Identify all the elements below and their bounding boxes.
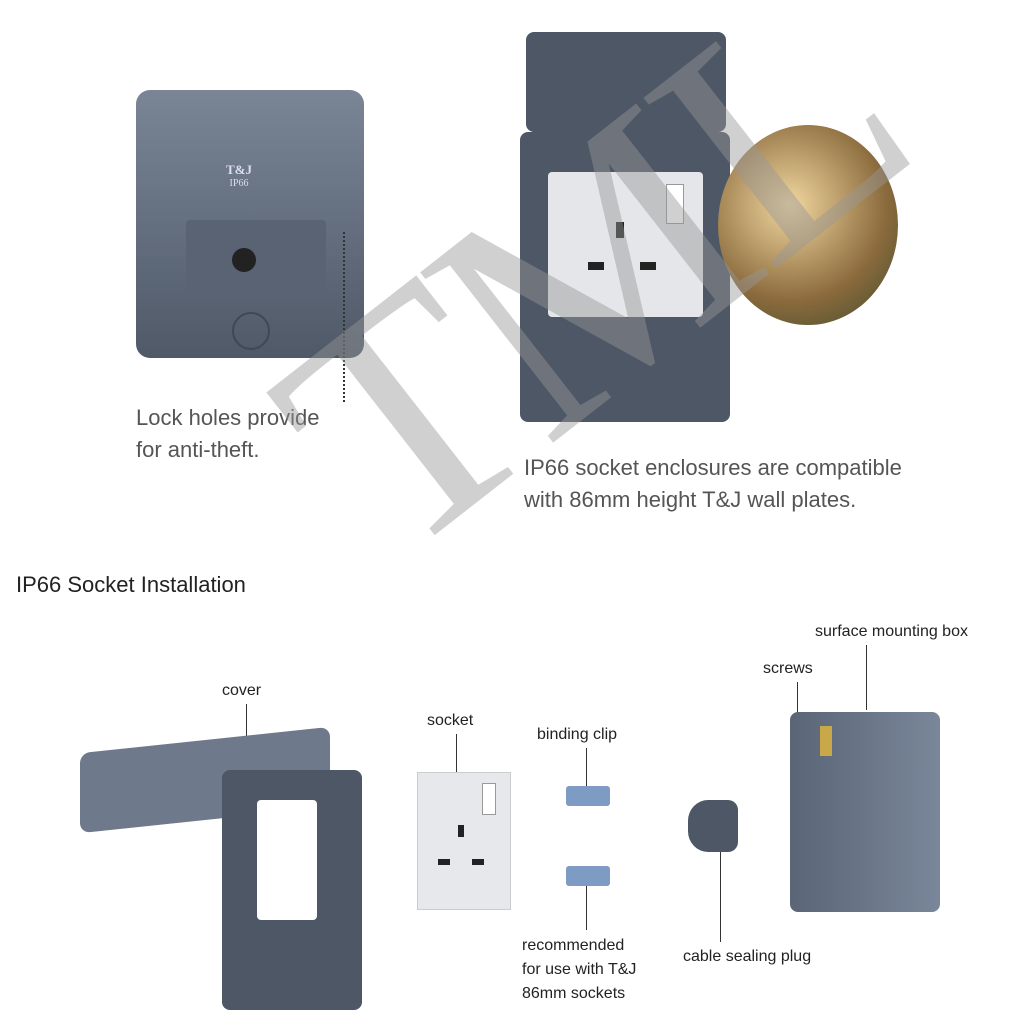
socket-neutral-hole (472, 859, 484, 865)
lock-caption-line2: for anti-theft. (136, 437, 260, 462)
socket-line (456, 734, 457, 776)
socket-switch (666, 184, 684, 224)
socket-live-hole (438, 859, 450, 865)
binding-clip-top (566, 786, 610, 806)
socket-earth-hole (458, 825, 464, 837)
screw-cap (232, 312, 270, 350)
live-pin-hole (588, 262, 604, 270)
open-lid (526, 32, 726, 132)
installation-title: IP66 Socket Installation (16, 572, 246, 597)
socket-faceplate (548, 172, 703, 317)
label-socket: socket (427, 712, 474, 729)
patio-photo (718, 125, 898, 325)
lock-latch (186, 220, 326, 300)
rating-text: IP66 (229, 178, 249, 189)
closed-enclosure-image: T&J IP66 (136, 90, 364, 358)
recommended-line1: recommended (522, 937, 625, 954)
socket-part (417, 772, 511, 910)
label-cover: cover (222, 682, 262, 699)
compat-caption-line2: with 86mm height T&J wall plates. (524, 487, 857, 512)
compat-caption-line1: IP66 socket enclosures are compatible (524, 455, 902, 480)
recommended-note: recommended for use with T&J 86mm socket… (522, 934, 636, 1006)
recommended-line2: for use with T&J (522, 961, 637, 978)
surface-mounting-box (790, 712, 940, 912)
label-mounting-box: surface mounting box (815, 623, 968, 640)
lock-hole (232, 248, 256, 272)
label-cable-plug: cable sealing plug (683, 948, 812, 965)
recommended-line (586, 886, 587, 930)
lock-caption-line1: Lock holes provide (136, 405, 320, 430)
compat-caption: IP66 socket enclosures are compatible wi… (524, 452, 902, 516)
screws-line (797, 682, 798, 722)
plug-line (720, 852, 721, 942)
neutral-pin-hole (640, 262, 656, 270)
box-line (866, 645, 867, 710)
lock-pointer-line (343, 232, 345, 402)
label-screws: screws (763, 660, 813, 677)
cover-line (246, 704, 247, 748)
cable-sealing-plug (688, 800, 738, 852)
frame-part (222, 770, 362, 1010)
enclosure-logo: T&J IP66 (226, 162, 252, 189)
earth-pin-hole (616, 222, 624, 238)
box-terminal (820, 726, 832, 756)
open-enclosure-image (520, 32, 730, 422)
frame-opening (257, 800, 317, 920)
socket-switch-small (482, 783, 496, 815)
recommended-line3: 86mm sockets (522, 985, 626, 1002)
label-binding-clip: binding clip (537, 726, 618, 743)
lock-caption: Lock holes provide for anti-theft. (136, 402, 319, 466)
binding-clip-bottom (566, 866, 610, 886)
logo-text: T&J (226, 162, 252, 177)
clip-line (586, 748, 587, 786)
